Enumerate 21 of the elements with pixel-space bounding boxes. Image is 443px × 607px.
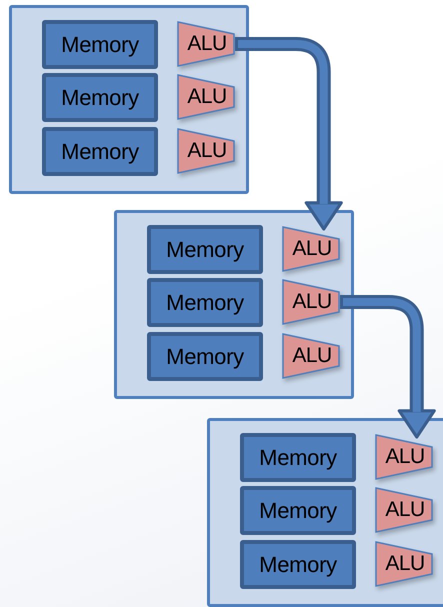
memory-block: Memory xyxy=(147,225,263,274)
alu-trapezoid: ALU xyxy=(177,21,235,67)
memory-block: Memory xyxy=(240,540,356,589)
memory-block: Memory xyxy=(42,73,158,122)
memory-block: Memory xyxy=(42,127,158,176)
alu-trapezoid: ALU xyxy=(282,226,340,272)
memory-block: Memory xyxy=(240,486,356,535)
alu-trapezoid: ALU xyxy=(375,434,433,480)
memory-block: Memory xyxy=(147,332,263,381)
memory-block: Memory xyxy=(240,433,356,482)
memory-block: Memory xyxy=(147,278,263,327)
memory-block: Memory xyxy=(42,20,158,69)
alu-trapezoid: ALU xyxy=(177,128,235,174)
alu-trapezoid: ALU xyxy=(282,279,340,325)
panel xyxy=(9,5,249,194)
alu-trapezoid: ALU xyxy=(282,333,340,379)
panel xyxy=(207,418,443,607)
panel xyxy=(114,210,354,399)
alu-trapezoid: ALU xyxy=(375,487,433,533)
alu-trapezoid: ALU xyxy=(375,541,433,587)
alu-trapezoid: ALU xyxy=(177,74,235,120)
